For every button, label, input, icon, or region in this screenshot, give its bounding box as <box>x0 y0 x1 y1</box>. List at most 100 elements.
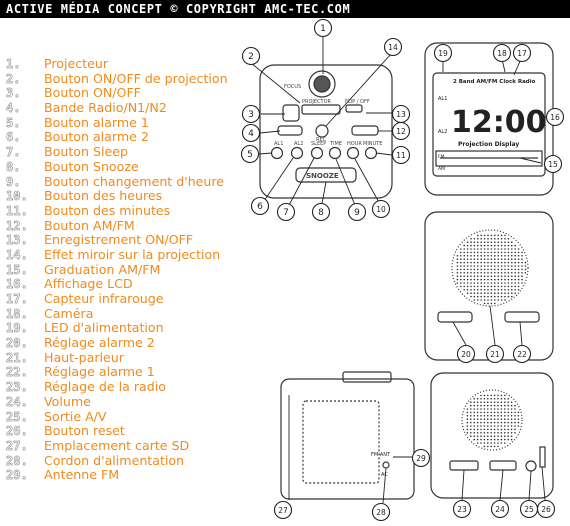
legend-label: Enregistrement ON/OFF <box>44 232 194 248</box>
legend-label: Réglage alarme 1 <box>44 364 155 380</box>
legend-number: 6. <box>6 130 21 145</box>
display-device <box>424 42 554 196</box>
legend-item: 18.Caméra <box>6 306 266 322</box>
callout-number: 2 <box>248 52 254 62</box>
back-device <box>430 372 554 499</box>
legend-item: 16.Affichage LCD <box>6 277 266 292</box>
legend-item: 3.Bouton ON/OFF <box>6 86 266 101</box>
callout-number: 16 <box>550 113 560 122</box>
btn-label-minute: MINUTE <box>363 141 382 147</box>
legend-item: 7. Bouton Sleep <box>6 144 266 160</box>
callout-11: 11 <box>391 145 411 165</box>
callout-21: 21 <box>485 344 505 364</box>
leader-lines <box>250 37 547 504</box>
callout-number: 27 <box>278 506 288 515</box>
legend-label: Bouton Snooze <box>44 158 139 174</box>
callout-number: 5 <box>247 150 253 160</box>
legend-item: 10.Bouton des heures <box>6 188 266 204</box>
legend-item: 26.Bouton reset <box>6 423 266 439</box>
legend-label: Haut-parleur <box>44 349 124 365</box>
callout-2: 2 <box>241 46 261 66</box>
callout-number: 12 <box>396 127 406 136</box>
legend-number: 14. <box>6 247 28 263</box>
legend-label: Bande Radio/N1/N2 <box>44 100 167 116</box>
callout-number: 4 <box>248 129 254 139</box>
legend-item: 21.Haut-parleur <box>6 349 266 366</box>
front-panel-device <box>259 64 393 199</box>
legend-label: Réglage de la radio <box>44 379 166 395</box>
legend-number: 19. <box>6 321 28 336</box>
legend-number: 18. <box>6 306 28 321</box>
callout-20: 20 <box>456 344 476 364</box>
legend-item: 25.Sortie A/V <box>6 409 266 425</box>
legend-number: 10. <box>6 189 28 204</box>
legend-number: 5. <box>6 115 21 130</box>
legend-number: 9. <box>6 174 21 189</box>
rec-label: REC <box>316 137 327 143</box>
legend-number: 20. <box>6 336 28 351</box>
display-al1: AL1 <box>438 96 447 102</box>
legend-item: 24.Volume <box>6 394 266 410</box>
bottom-ac-label: AC <box>381 472 388 478</box>
callout-number: 25 <box>524 505 534 514</box>
legend-label: Graduation AM/FM <box>44 261 161 277</box>
legend-label: Antenne FM <box>44 467 120 483</box>
callout-number: 11 <box>396 151 406 160</box>
callout-number: 21 <box>490 350 500 359</box>
legend-number: 2. <box>6 71 21 86</box>
legend-number: 7. <box>6 145 21 160</box>
callout-27: 27 <box>273 500 293 520</box>
legend-item: 13. Enregistrement ON/OFF <box>6 233 266 248</box>
callout-number: 23 <box>457 505 467 514</box>
projector-label: PROJECTOR <box>302 99 332 105</box>
legend-item: 19. LED d'alimentation <box>6 321 266 336</box>
callout-29: 29 <box>411 448 431 468</box>
callout-number: 28 <box>376 508 386 517</box>
callout-number: 18 <box>497 49 507 58</box>
callout-28: 28 <box>371 502 391 522</box>
callout-12: 12 <box>391 121 411 141</box>
legend-item: 29. Antenne FM <box>6 468 266 483</box>
legend-number: 25. <box>6 409 28 424</box>
legend-label: LED d'alimentation <box>44 320 164 336</box>
legend-item: 6. Bouton alarme 2 <box>6 130 266 145</box>
legend-label: Bouton des minutes <box>44 202 171 218</box>
callout-10: 10 <box>371 199 391 219</box>
callout-4: 4 <box>241 123 261 143</box>
legend-item: 14. Effet miroir sur la projection <box>6 246 266 263</box>
callout-number: 14 <box>388 43 398 52</box>
legend-label: Effet miroir sur la projection <box>44 246 221 262</box>
callout-number: 29 <box>416 454 426 463</box>
callout-number: 24 <box>495 505 505 514</box>
legend-label: Capteur infrarouge <box>44 291 164 306</box>
legend-item: 12.Bouton AM/FM <box>6 218 266 234</box>
callout-number: 10 <box>376 205 386 214</box>
legend-label: Projecteur <box>44 56 108 71</box>
legend-number: 22. <box>6 365 28 380</box>
callout-14: 14 <box>383 37 403 57</box>
callout-25: 25 <box>519 499 539 519</box>
callout-23: 23 <box>452 499 472 519</box>
legend-item: 2. Bouton ON/OFF de projection <box>6 70 266 87</box>
bottom-device <box>280 371 415 500</box>
legend-label: Bouton alarme 2 <box>44 129 149 145</box>
legend-number: 29. <box>6 468 28 483</box>
legend-number: 13. <box>6 233 28 248</box>
flip-label: FLIP / OFF <box>345 99 370 105</box>
callout-number: 8 <box>318 208 324 218</box>
legend-number: 24. <box>6 394 28 409</box>
legend-number: 16. <box>6 277 28 292</box>
callout-number: 9 <box>354 208 360 218</box>
callout-number: 17 <box>517 49 527 58</box>
display-top-label: 2 Band AM/FM Clock Radio <box>453 79 536 85</box>
callout-number: 15 <box>548 160 558 169</box>
legend-label: Bouton ON/OFF de projection <box>44 70 228 86</box>
display-time: 12:00 <box>451 105 547 140</box>
legend-label: Bouton Sleep <box>44 144 128 160</box>
legend-item: 20.Réglage alarme 2 <box>6 335 266 351</box>
bottom-antenna-label: FM ANT <box>371 452 391 458</box>
legend-number: 3. <box>6 86 21 101</box>
callout-18: 18 <box>492 43 512 63</box>
